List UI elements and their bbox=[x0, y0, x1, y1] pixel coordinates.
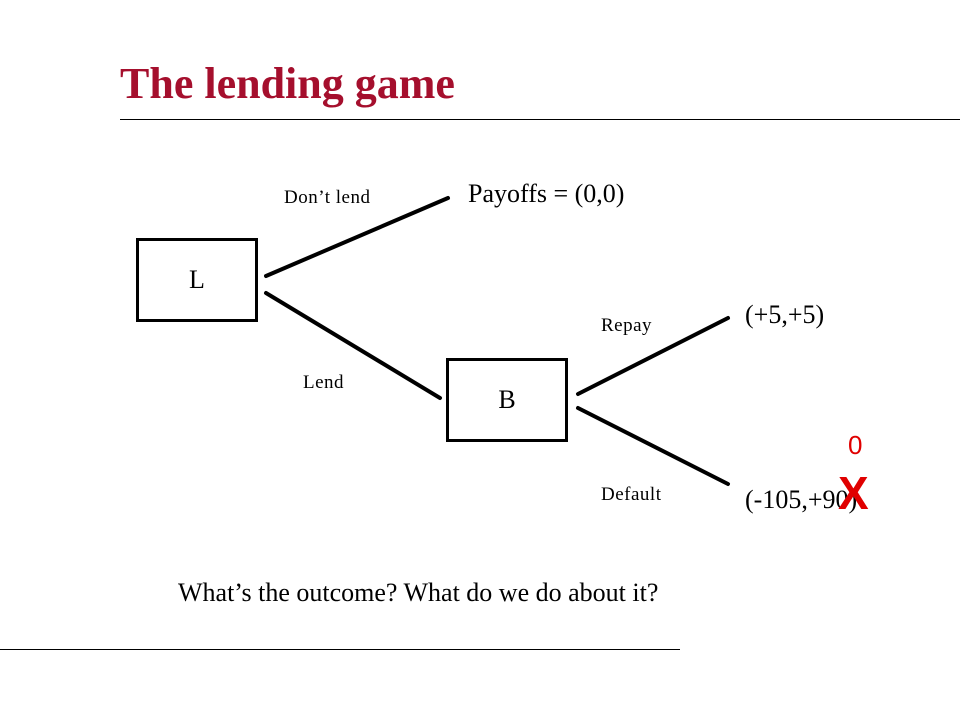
branch-label-repay: Repay bbox=[601, 315, 653, 336]
replacement-zero: 0 bbox=[848, 430, 863, 460]
discussion-question: What’s the outcome? What do we do about … bbox=[178, 578, 659, 607]
title-divider bbox=[120, 119, 960, 120]
footer-divider bbox=[0, 649, 680, 650]
payoff-dont-lend: Payoffs = (0,0) bbox=[468, 179, 625, 208]
branch-label-default: Default bbox=[601, 484, 662, 505]
edge-lend bbox=[264, 291, 442, 400]
edge-default bbox=[576, 406, 730, 486]
borrower-node-label: B bbox=[498, 385, 516, 414]
branch-label-dont-lend: Don’t lend bbox=[284, 187, 371, 208]
payoff-default: (-105,+90) bbox=[745, 485, 858, 514]
cross-out-mark: X bbox=[838, 467, 869, 519]
slide-title: The lending game bbox=[120, 59, 455, 108]
branch-label-lend: Lend bbox=[303, 372, 345, 393]
lender-node-label: L bbox=[189, 265, 205, 294]
edge-repay bbox=[576, 316, 730, 396]
edge-dont-lend bbox=[264, 196, 450, 278]
borrower-node: B bbox=[446, 358, 568, 442]
lender-node: L bbox=[136, 238, 258, 322]
payoff-repay: (+5,+5) bbox=[745, 300, 825, 329]
